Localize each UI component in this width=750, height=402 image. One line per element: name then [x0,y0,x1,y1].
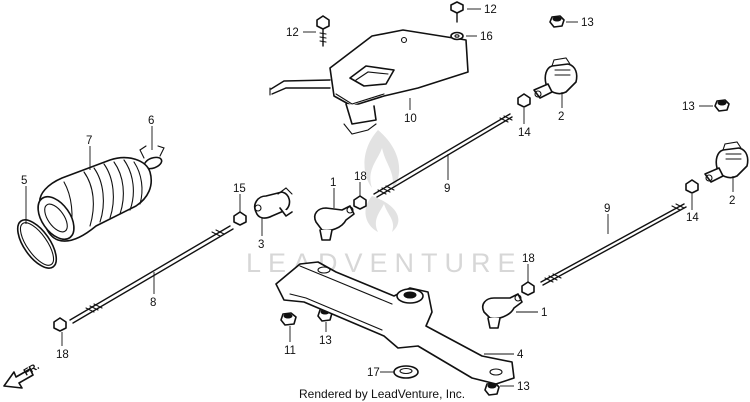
callout-1-upper: 1 [330,177,336,189]
callout-1-lower: 1 [541,307,547,319]
callout-14-upper: 14 [518,127,531,139]
band-part-5[interactable] [10,214,63,275]
nut-part-18-upper[interactable] [353,195,367,210]
nut-part-13-top[interactable] [549,15,565,28]
washer-part-16[interactable] [450,31,464,41]
nut-part-14-lower[interactable] [685,179,699,194]
tie-rod-part-8[interactable] [69,225,234,324]
front-label: FR. [22,361,42,379]
credit-text: Rendered by LeadVenture, Inc. [299,387,465,401]
tie-rod-end-part-1-lower[interactable] [481,293,523,329]
callout-8: 8 [150,297,156,309]
callout-9-lower: 9 [604,203,610,215]
callout-14-lower: 14 [686,212,699,224]
tie-rod-end-part-2-lower[interactable] [704,141,749,183]
callout-13-right: 13 [682,101,695,113]
callout-2-lower: 2 [729,195,735,207]
callout-5: 5 [21,175,27,187]
bolt-part-12-upper-right[interactable] [450,1,464,23]
callout-10: 10 [404,113,417,125]
callout-9-upper: 9 [444,183,450,195]
callout-6: 6 [148,115,154,127]
tie-rod-end-part-1-upper[interactable] [313,205,355,241]
tie-rod-part-9-lower[interactable] [540,203,687,286]
nut-part-18-left[interactable] [53,317,67,332]
nut-part-13-bottom[interactable] [484,382,500,396]
callout-3: 3 [258,239,264,251]
callout-12-upper-right: 12 [484,4,497,16]
callout-2-upper: 2 [558,111,564,123]
nut-part-13-right[interactable] [714,99,730,112]
nut-part-15[interactable] [233,211,247,226]
tie-rod-end-part-2-upper[interactable] [533,57,578,99]
bracket-plate-part-10[interactable] [269,29,469,135]
callout-17: 17 [367,367,380,379]
steering-arm-part-4[interactable] [275,261,515,385]
boot-part-7[interactable] [31,156,152,246]
nut-part-14-upper[interactable] [517,93,531,108]
callout-18-left: 18 [56,349,69,361]
callout-18-upper: 18 [354,171,367,183]
callout-labels: 12 12 13 16 10 2 14 13 2 14 9 9 18 1 15 … [21,4,735,393]
callout-12-upper-left: 12 [286,27,299,39]
bolt-part-12-upper-left[interactable] [316,15,330,47]
callout-13-bottom: 13 [517,381,530,393]
nut-part-18-right[interactable] [521,281,535,296]
tie-rod-end-part-3[interactable] [253,187,293,219]
callout-7: 7 [86,135,92,147]
callout-16: 16 [480,31,493,43]
leader-lines [25,8,734,387]
callout-15: 15 [233,183,246,195]
nut-part-11[interactable] [280,312,297,326]
washer-part-17[interactable] [393,365,419,379]
callout-4: 4 [517,349,524,361]
callout-18-right: 18 [522,253,535,265]
callout-11: 11 [284,345,296,357]
tie-rod-part-9-upper[interactable] [373,113,513,198]
callout-13-top: 13 [581,17,594,29]
front-direction-indicator: FR. [3,361,42,389]
callout-13-lower-middle: 13 [319,335,332,347]
